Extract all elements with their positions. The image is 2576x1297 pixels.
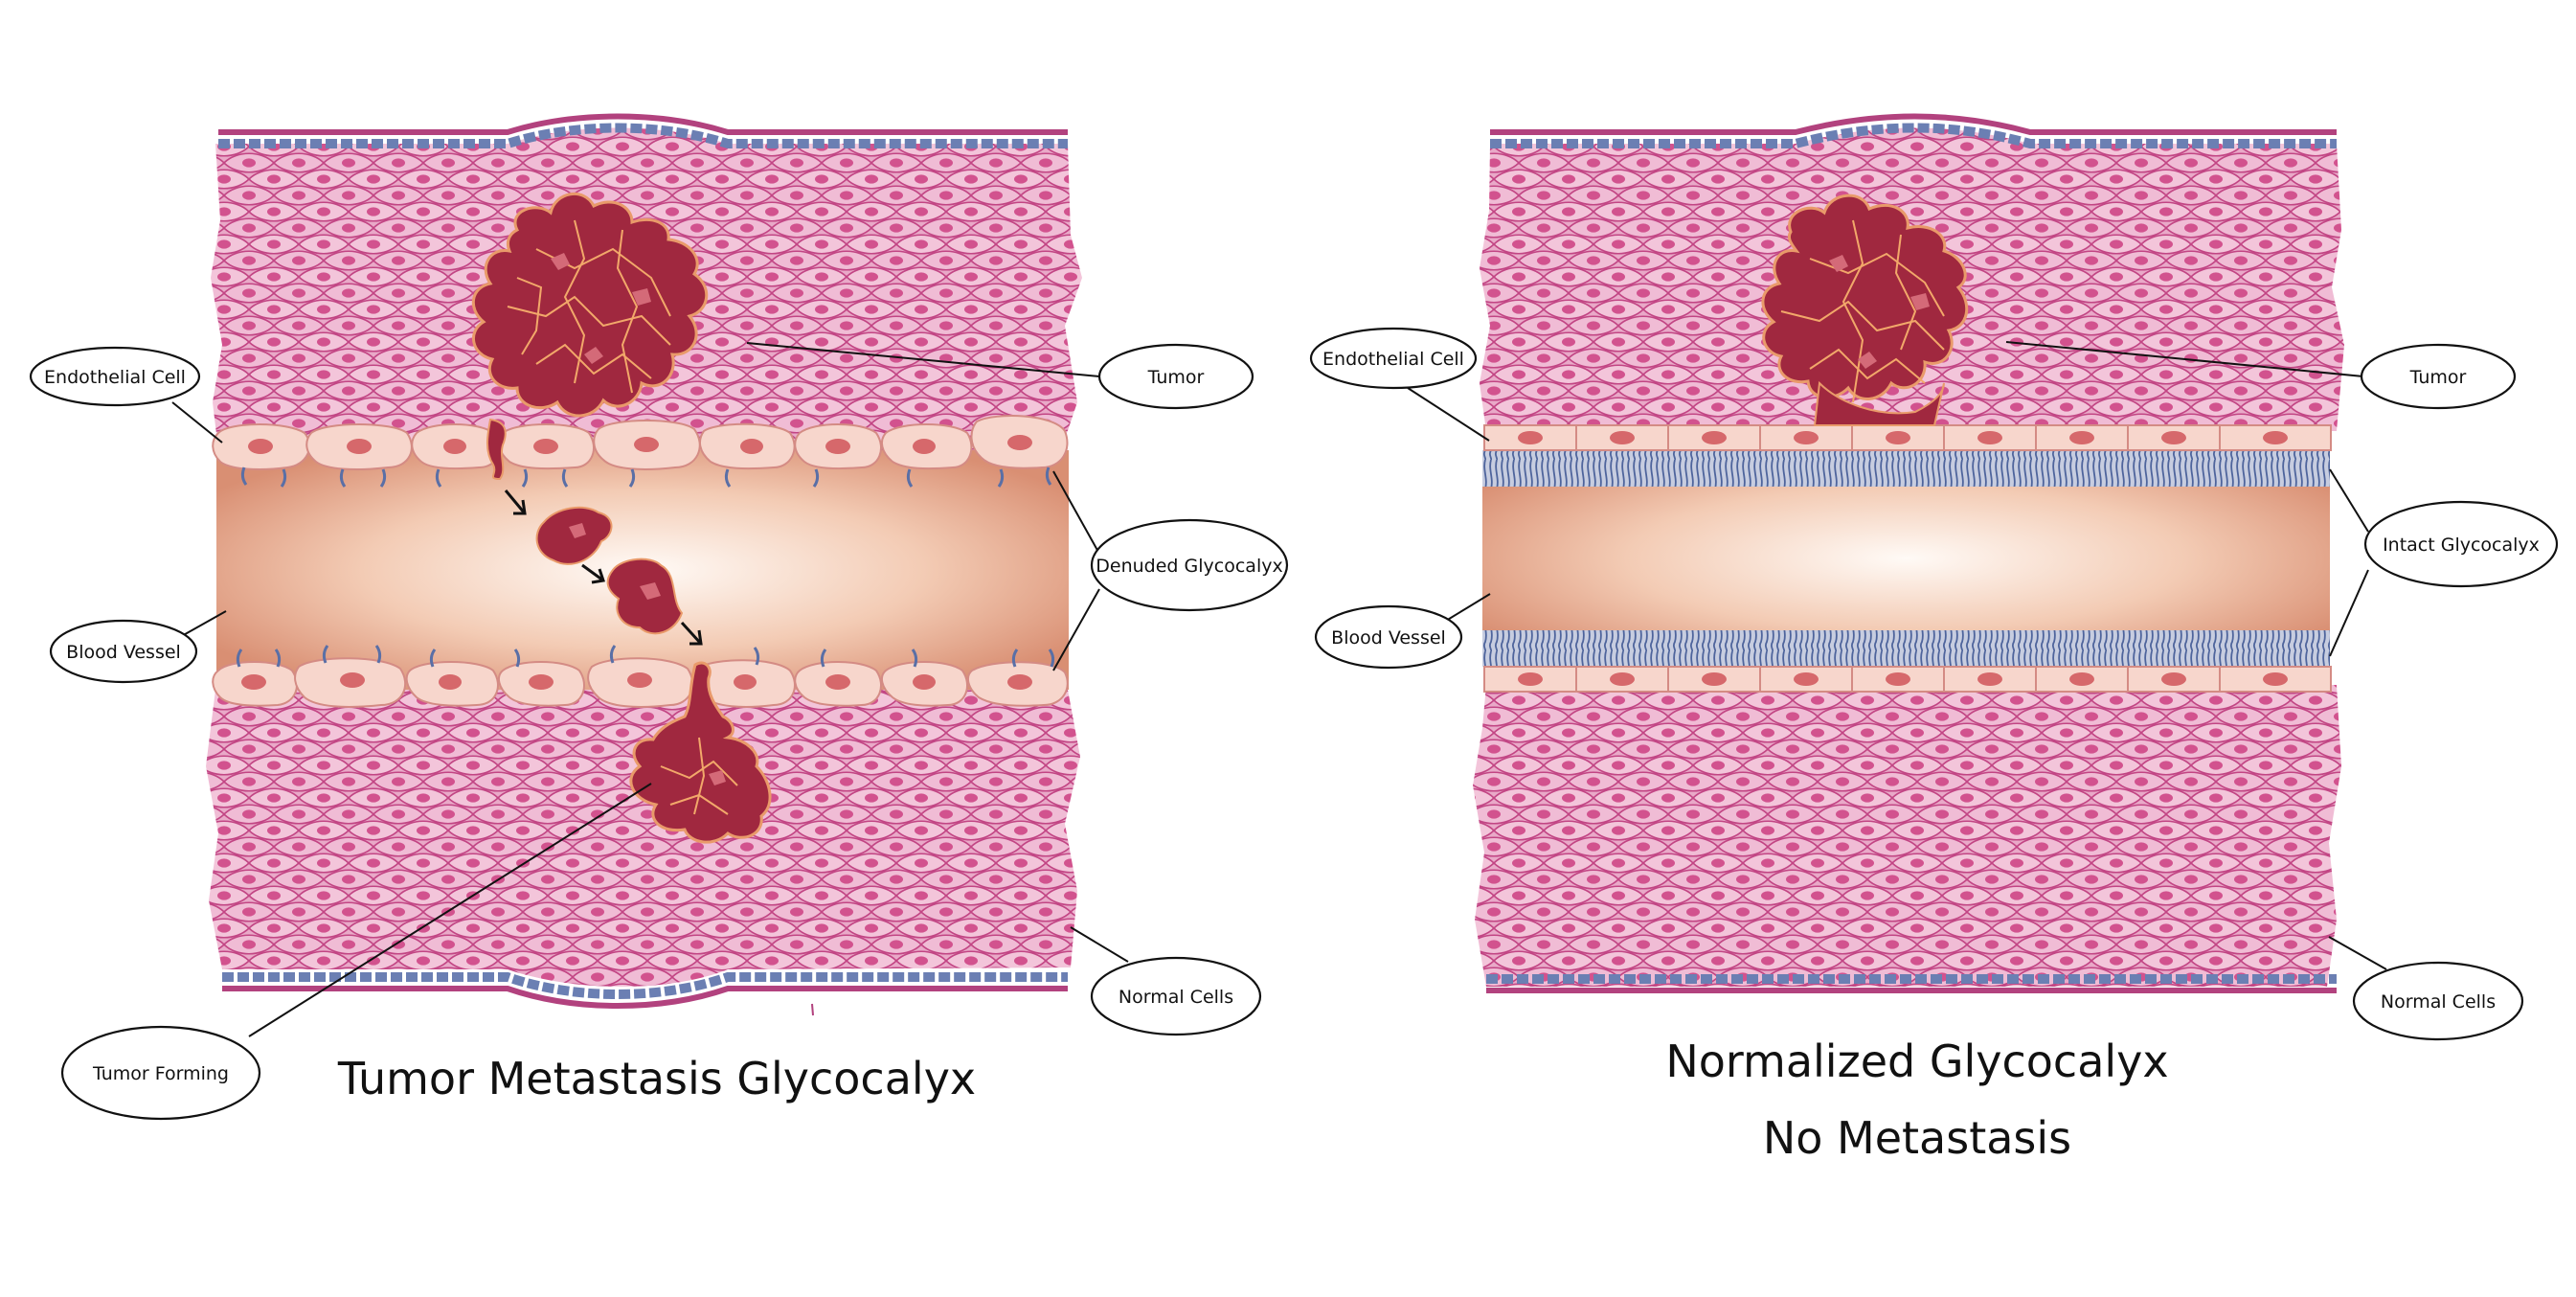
right-label-intact-glycocalyx: Intact Glycocalyx <box>2363 500 2559 588</box>
left-circulating-tumor-cell-2 <box>606 557 684 635</box>
svg-text:Normal Cells: Normal Cells <box>1119 987 1233 1008</box>
left-migration-arrows <box>504 489 703 646</box>
svg-text:Normal Cells: Normal Cells <box>2381 991 2496 1013</box>
right-label-normal-cells: Normal Cells <box>2352 961 2524 1041</box>
svg-text:Tumor: Tumor <box>2409 367 2467 388</box>
right-tumor <box>1761 193 1969 426</box>
right-intact-glycocalyx-top <box>1482 450 2330 487</box>
svg-text:Tumor Forming: Tumor Forming <box>92 1063 229 1084</box>
left-label-endothelial-cell: Endothelial Cell <box>29 346 201 407</box>
left-endothelial-row-top <box>212 415 1069 470</box>
left-label-normal-cells: Normal Cells <box>1090 956 1262 1036</box>
right-top-membrane <box>1490 113 2337 135</box>
left-bottom-tissue <box>206 690 1080 987</box>
left-panel: Endothelial Cell Tumor Denuded Glycocaly… <box>29 113 1289 1121</box>
right-bottom-tissue <box>1473 685 2341 987</box>
svg-text:Intact Glycocalyx: Intact Glycocalyx <box>2383 535 2540 556</box>
right-caption-line1: Normalized Glycocalyx <box>1665 1035 2168 1087</box>
left-label-blood-vessel: Blood Vessel <box>49 619 198 684</box>
left-label-tumor: Tumor <box>1097 343 1254 410</box>
right-panel: Endothelial Cell Tumor Intact Glycocalyx… <box>1309 113 2559 1164</box>
left-bottom-membrane <box>222 972 1068 999</box>
svg-text:Endothelial Cell: Endothelial Cell <box>1322 349 1464 370</box>
left-tumor-intravasation <box>486 418 507 481</box>
right-label-endothelial-cell: Endothelial Cell <box>1309 327 1478 390</box>
left-denuded-glycocalyx-top <box>240 466 1052 488</box>
svg-text:Blood Vessel: Blood Vessel <box>1331 627 1446 648</box>
left-caption: Tumor Metastasis Glycocalyx <box>337 1053 976 1104</box>
svg-text:Blood Vessel: Blood Vessel <box>66 642 181 663</box>
right-label-tumor: Tumor <box>2360 343 2517 410</box>
right-caption-line2: No Metastasis <box>1763 1112 2071 1164</box>
svg-text:Denuded Glycocalyx: Denuded Glycocalyx <box>1096 556 1282 577</box>
left-top-membrane <box>218 113 1068 135</box>
left-tumor <box>471 192 709 418</box>
right-intact-glycocalyx-bottom <box>1482 630 2330 667</box>
left-label-denuded-glycocalyx: Denuded Glycocalyx <box>1090 518 1289 612</box>
left-denuded-glycocalyx-bottom <box>236 645 1055 668</box>
left-label-tumor-forming: Tumor Forming <box>60 1025 261 1121</box>
svg-text:Endothelial Cell: Endothelial Cell <box>44 367 186 388</box>
svg-text:Tumor: Tumor <box>1147 367 1205 388</box>
right-label-blood-vessel: Blood Vessel <box>1314 604 1463 670</box>
